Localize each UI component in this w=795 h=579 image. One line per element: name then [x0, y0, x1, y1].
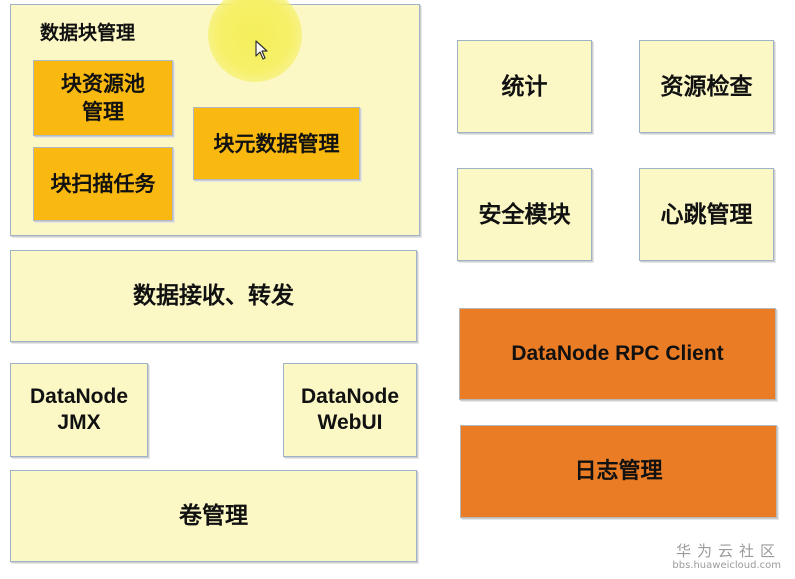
block-management-title: 数据块管理: [40, 22, 136, 44]
resource-check-label: 资源检查: [660, 73, 753, 100]
heartbeat-management-box: 心跳管理: [639, 168, 774, 261]
security-module-box: 安全模块: [457, 168, 592, 261]
data-receive-forward-label: 数据接收、转发: [133, 283, 294, 309]
statistics-label: 统计: [501, 73, 548, 100]
watermark: 华为云社区 bbs.huaweicloud.com: [672, 542, 781, 572]
security-module-label: 安全模块: [478, 201, 571, 228]
heartbeat-management-label: 心跳管理: [660, 201, 753, 228]
volume-management-box: 卷管理: [10, 470, 417, 562]
block-metadata-label: 块元数据管理: [213, 131, 340, 156]
log-management-box: 日志管理: [460, 425, 777, 518]
resource-check-box: 资源检查: [639, 40, 774, 133]
datanode-jmx-box: DataNode JMX: [10, 363, 148, 457]
datanode-webui-label-line2: WebUI: [317, 411, 383, 434]
datanode-jmx-label-line2: JMX: [57, 411, 101, 434]
block-metadata-management-box: 块元数据管理: [193, 107, 360, 180]
data-receive-forward-box: 数据接收、转发: [10, 250, 417, 342]
block-scan-task-label: 块扫描任务: [50, 172, 156, 196]
datanode-webui-label-line1: DataNode: [300, 385, 400, 408]
datanode-rpc-client-box: DataNode RPC Client: [459, 308, 776, 400]
datanode-jmx-label-line1: DataNode: [29, 385, 129, 408]
block-pool-label-line2: 管理: [82, 100, 124, 124]
watermark-sub-text: bbs.huaweicloud.com: [672, 560, 781, 571]
log-management-label: 日志管理: [574, 458, 663, 484]
block-scan-task-box: 块扫描任务: [33, 147, 173, 221]
cursor-highlight: [208, 0, 302, 82]
volume-management-label: 卷管理: [179, 503, 248, 529]
datanode-rpc-client-label: DataNode RPC Client: [511, 342, 724, 365]
block-pool-label-line1: 块资源池: [61, 72, 145, 96]
mouse-cursor-icon: [255, 40, 268, 60]
block-pool-management-box: 块资源池 管理: [33, 60, 173, 136]
watermark-main-text: 华为云社区: [675, 542, 781, 560]
statistics-box: 统计: [457, 40, 592, 133]
datanode-webui-box: DataNode WebUI: [283, 363, 417, 457]
